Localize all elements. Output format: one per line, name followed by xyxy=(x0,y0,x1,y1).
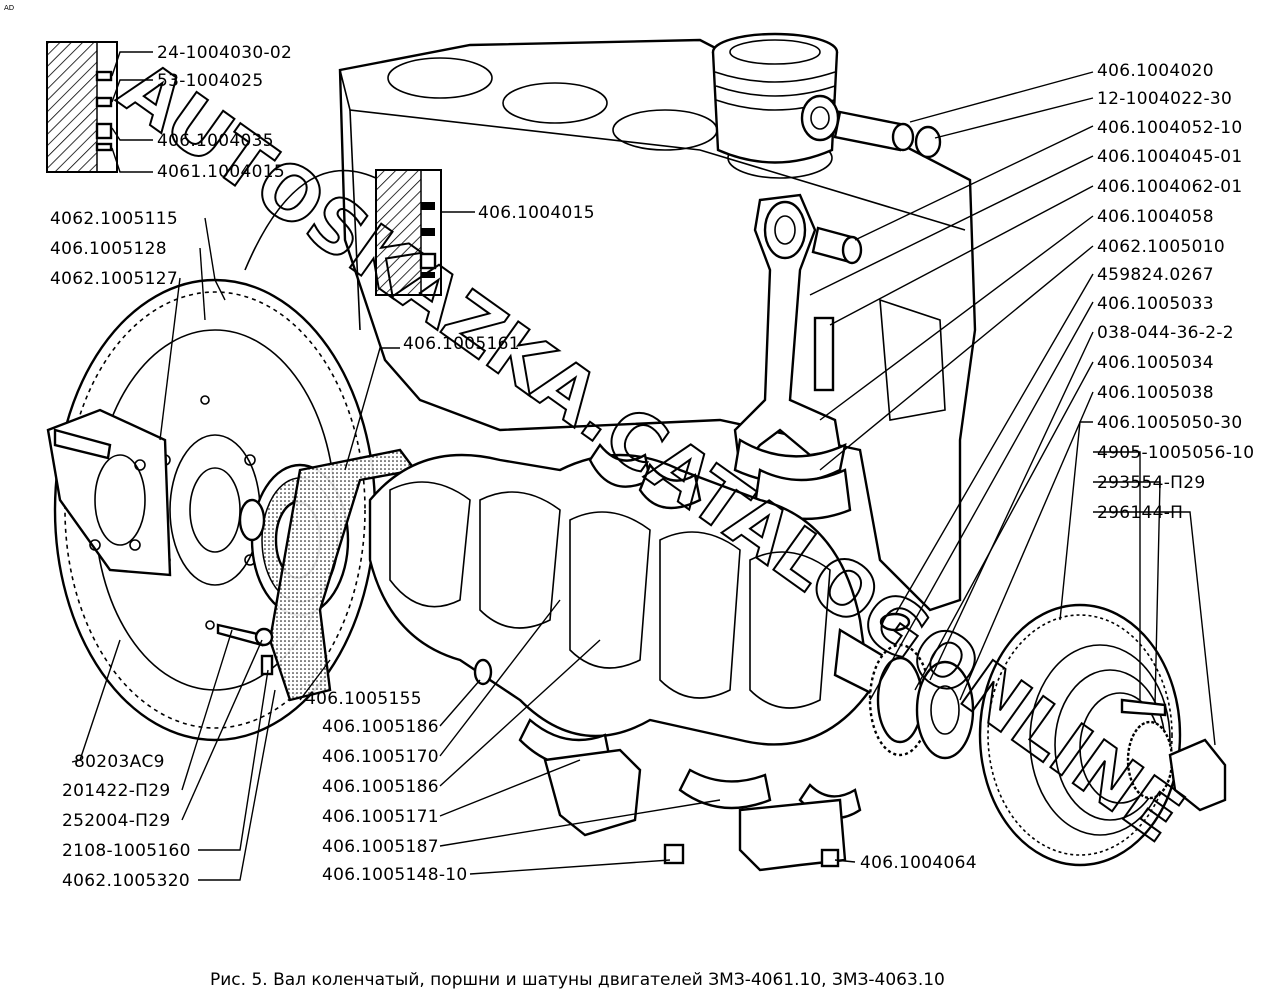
label-406-1005170: 406.1005170 xyxy=(322,747,439,767)
label-4061-1004015: 4061.1004015 xyxy=(157,162,285,182)
engine-illustration xyxy=(46,32,1227,872)
label-406-1005033: 406.1005033 xyxy=(1097,294,1214,314)
label-201422-p29: 201422-П29 xyxy=(62,781,170,801)
piston xyxy=(711,32,840,164)
damper-pulley xyxy=(978,603,1227,867)
label-406-1005171: 406.1005171 xyxy=(322,807,439,827)
piston-pin xyxy=(833,110,942,159)
label-4062-1005115: 4062.1005115 xyxy=(50,209,178,229)
flywheel-plate xyxy=(46,408,172,577)
label-80203ac9: 80203АС9 xyxy=(74,752,165,772)
connecting-rod xyxy=(733,193,852,521)
label-406-1005050-30: 406.1005050-30 xyxy=(1097,413,1243,433)
label-406-1004020: 406.1004020 xyxy=(1097,61,1214,81)
label-4062-1005010: 4062.1005010 xyxy=(1097,237,1225,257)
label-4062-1005320: 4062.1005320 xyxy=(62,871,190,891)
label-406-1005148-10: 406.1005148-10 xyxy=(322,865,468,885)
label-406-1005187: 406.1005187 xyxy=(322,837,439,857)
label-252004-p29: 252004-П29 xyxy=(62,811,170,831)
label-406-1005186-a: 406.1005186 xyxy=(322,717,439,737)
labels: 24-1004030-02 53-1004025 406.1004035 406… xyxy=(50,43,1254,891)
rear-seal-holder xyxy=(238,448,418,702)
label-406-1005186-b: 406.1005186 xyxy=(322,777,439,797)
label-459824-0267: 459824.0267 xyxy=(1097,265,1214,285)
corner-mark: AD xyxy=(4,4,14,12)
label-406-1005034: 406.1005034 xyxy=(1097,353,1214,373)
label-406-1004035: 406.1004035 xyxy=(157,131,274,151)
rod-bushing xyxy=(811,226,863,265)
washer xyxy=(254,627,274,647)
label-406-1004062-01: 406.1004062-01 xyxy=(1097,177,1243,197)
label-406-1004064: 406.1004064 xyxy=(860,853,977,873)
label-296144-p: 296144-П xyxy=(1097,503,1183,523)
label-4062-1005127: 4062.1005127 xyxy=(50,269,178,289)
figure-caption: Рис. 5. Вал коленчатый, поршни и шатуны … xyxy=(210,970,945,990)
label-406-1004015: 406.1004015 xyxy=(478,203,595,223)
label-293554-p29: 293554-П29 xyxy=(1097,473,1205,493)
label-406-1005128: 406.1005128 xyxy=(50,239,167,259)
ring-inset-upper xyxy=(46,41,118,173)
label-24-1004030-02: 24-1004030-02 xyxy=(157,43,292,63)
holder-bolt xyxy=(260,654,274,676)
main-bearing-caps xyxy=(543,748,847,872)
label-406-1005161: 406.1005161 xyxy=(403,334,520,354)
label-406-1004045-01: 406.1004045-01 xyxy=(1097,147,1243,167)
label-2108-1005160: 2108-1005160 xyxy=(62,841,191,861)
crankshaft-gear xyxy=(868,612,975,760)
label-038-044-36-2-2: 038-044-36-2-2 xyxy=(1097,323,1234,343)
label-406-1005038: 406.1005038 xyxy=(1097,383,1214,403)
label-406-1004058: 406.1004058 xyxy=(1097,207,1214,227)
leader-lines xyxy=(71,51,1216,881)
label-4905-1005056-10: 4905-1005056-10 xyxy=(1097,443,1254,463)
label-53-1004025: 53-1004025 xyxy=(157,71,263,91)
label-12-1004022-30: 12-1004022-30 xyxy=(1097,89,1232,109)
ring-inset-lower xyxy=(375,169,442,296)
label-406-1004052-10: 406.1004052-10 xyxy=(1097,118,1243,138)
label-406-1005155: 406.1005155 xyxy=(305,689,422,709)
